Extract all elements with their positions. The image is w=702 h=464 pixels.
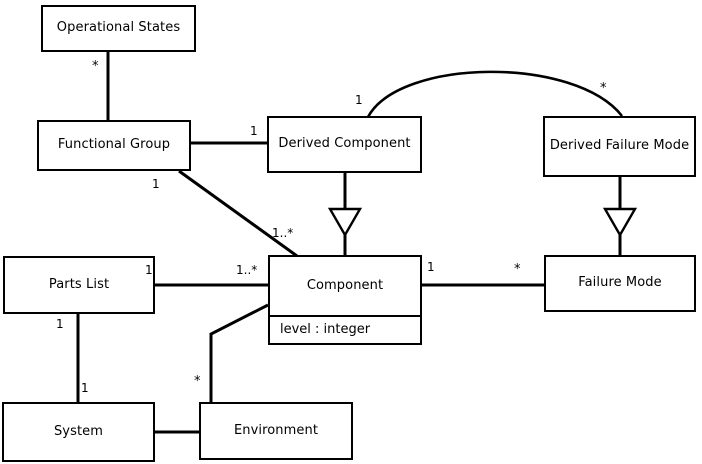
multiplicity-component-failure-mode-target: *: [514, 262, 521, 277]
class-name-functional-group: Functional Group: [57, 137, 171, 153]
generalization-triangle-derived-component: [327, 207, 363, 238]
class-name-operational-states: Operational States: [56, 20, 181, 36]
multiplicity-parts-list-component-source: 1: [145, 263, 153, 277]
generalization-triangle-derived-failure-mode: [602, 207, 638, 238]
multiplicity-functional-group-derived-component: 1: [250, 124, 258, 138]
class-name-parts-list: Parts List: [48, 276, 110, 292]
class-name-environment: Environment: [233, 422, 319, 438]
class-operational-states[interactable]: Operational States: [41, 5, 196, 52]
multiplicity-component-from-functional-group: 1..*: [272, 226, 294, 240]
class-name-derived-failure-mode: Derived Failure Mode: [549, 138, 690, 154]
class-name-derived-component: Derived Component: [278, 136, 411, 152]
class-component[interactable]: Component level : integer: [268, 255, 422, 345]
multiplicity-parts-list-system-target: 1: [81, 381, 89, 395]
multiplicity-parts-list-system-source: 1: [56, 317, 64, 331]
edge-derived-component-derived-failure-mode: [366, 70, 624, 118]
class-name-system: System: [53, 423, 104, 439]
class-attribute-component-level: level : integer: [270, 315, 420, 343]
class-name-failure-mode: Failure Mode: [578, 275, 662, 291]
multiplicity-derived-failure-mode-curve: *: [600, 81, 607, 96]
multiplicity-parts-list-component-target: 1..*: [236, 263, 258, 277]
multiplicity-component-failure-mode-source: 1: [427, 260, 435, 274]
class-name-component: Component: [306, 277, 384, 293]
class-derived-component[interactable]: Derived Component: [267, 116, 422, 173]
multiplicity-operational-states-functional-group: *: [92, 59, 99, 74]
edge-environment-component: [209, 303, 269, 402]
edge-functional-group-component: [178, 169, 298, 258]
class-failure-mode[interactable]: Failure Mode: [544, 255, 696, 312]
multiplicity-functional-group-component: 1: [152, 177, 160, 191]
class-parts-list[interactable]: Parts List: [3, 256, 155, 314]
multiplicity-derived-component-curve: 1: [355, 93, 363, 107]
multiplicity-environment-component: *: [194, 374, 201, 389]
class-derived-failure-mode[interactable]: Derived Failure Mode: [543, 116, 696, 177]
class-environment[interactable]: Environment: [199, 402, 353, 460]
class-functional-group[interactable]: Functional Group: [37, 120, 191, 171]
class-system[interactable]: System: [2, 402, 155, 462]
